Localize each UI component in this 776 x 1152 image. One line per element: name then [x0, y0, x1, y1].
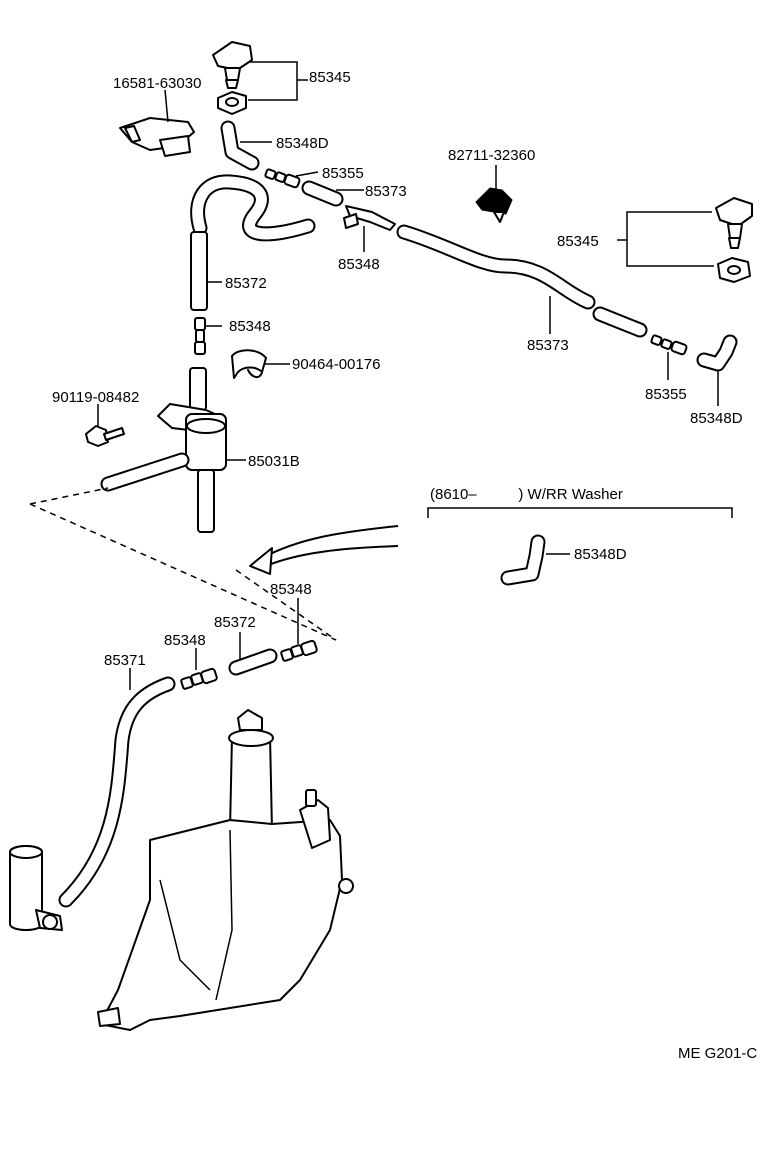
label-85348d-variant: 85348D: [574, 546, 627, 563]
label-85373-right: 85373: [527, 337, 569, 354]
label-16581-63030: 16581-63030: [113, 75, 201, 92]
label-82711-32360: 82711-32360: [448, 147, 535, 164]
label-85348-a: 85348: [338, 256, 380, 273]
washer-pump: [9, 845, 63, 931]
elbow-hose-85348d-right: [696, 334, 738, 372]
hose-85373-short: [301, 180, 344, 207]
leader-85345-right: [626, 211, 714, 267]
label-85373-top: 85373: [365, 183, 407, 200]
hose-wavy: [190, 174, 316, 242]
washer-nozzle-right: [715, 197, 753, 249]
hose-85373-long: [396, 224, 596, 310]
label-85031b: 85031B: [248, 453, 300, 470]
label-85372-bottom: 85372: [214, 614, 256, 631]
label-85348-c: 85348: [270, 581, 312, 598]
label-85371: 85371: [104, 652, 146, 669]
variant-bracket: [427, 507, 733, 518]
clamp-82711: [475, 187, 513, 223]
label-variant-w-rr-washer: (8610– ) W/RR Washer: [430, 486, 623, 503]
label-90119-08482: 90119-08482: [52, 389, 139, 406]
dashed-line-diagonal: [29, 503, 337, 641]
washer-nozzle-top: [212, 41, 253, 89]
hose-85371: [58, 676, 176, 908]
dashed-line-left: [29, 487, 109, 505]
label-85345-top: 85345: [309, 69, 351, 86]
label-85355-top: 85355: [322, 165, 364, 182]
hose-85372-vertical: [190, 231, 208, 311]
label-90464-00176: 90464-00176: [292, 356, 380, 373]
label-85348d-top: 85348D: [276, 135, 329, 152]
joint-85355-right: [650, 334, 688, 356]
diagram-code: ME G201-C: [678, 1045, 757, 1062]
dashed-line-right: [235, 569, 337, 641]
clip-16581: [119, 117, 195, 157]
label-85345-right: 85345: [557, 233, 599, 250]
connector-85348-a: [343, 205, 396, 231]
label-85348-d: 85348: [164, 632, 206, 649]
hose-85372-bottom: [228, 648, 278, 676]
elbow-hose-85348d-variant: [500, 534, 546, 586]
label-85355-right: 85355: [645, 386, 687, 403]
elbow-hose-85348d-top: [220, 120, 260, 171]
leader-85345-top: [248, 61, 298, 101]
label-85372-top: 85372: [225, 275, 267, 292]
hose-right-short: [592, 306, 648, 338]
nozzle-seal-top: [217, 91, 247, 115]
washer-tank: [97, 709, 354, 1031]
bolt-90119: [85, 425, 125, 447]
check-valve-85031b: [100, 367, 227, 533]
label-85348d-right: 85348D: [690, 410, 743, 427]
clamp-90464: [231, 349, 267, 379]
nozzle-seal-right: [717, 257, 751, 283]
label-85348-b: 85348: [229, 318, 271, 335]
connector-85348-b: [194, 317, 206, 355]
connector-85348-c: [180, 667, 218, 690]
connector-85348-d: [280, 639, 318, 662]
variant-arrow: [249, 525, 399, 575]
joint-85355-top: [264, 168, 301, 189]
